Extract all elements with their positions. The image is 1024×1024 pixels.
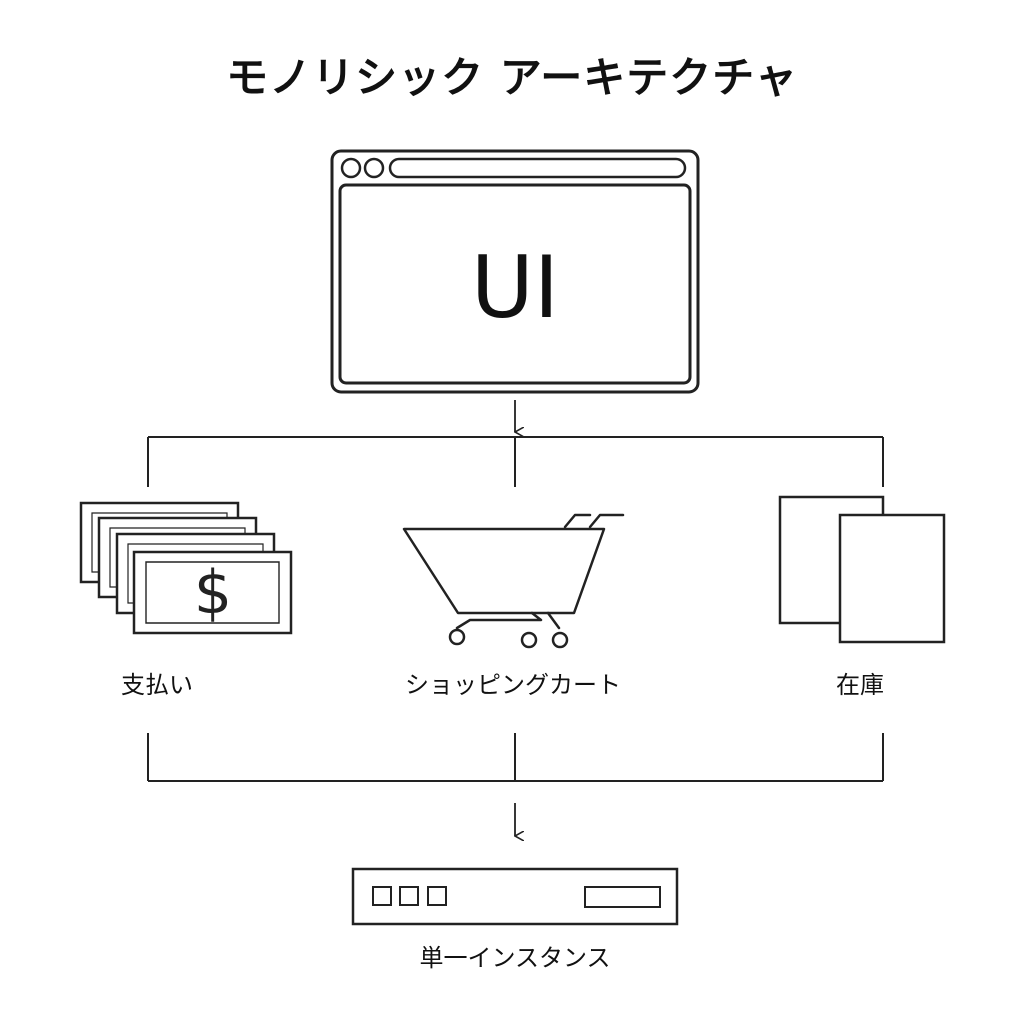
instance-label: 単一インスタンス (419, 944, 611, 972)
component-label-inventory: 在庫 (836, 671, 884, 699)
component-label-payment: 支払い (121, 671, 193, 699)
ui-label: UI (470, 238, 560, 338)
banknote-front (132, 550, 293, 635)
documents-icon (778, 495, 946, 644)
page-title: モノリシック アーキテクチャ (226, 53, 798, 102)
server-icon (351, 867, 679, 926)
money-stack-icon: $ (79, 501, 293, 635)
window-control-circle (363, 157, 385, 179)
shopping-cart-icon (402, 513, 625, 649)
address-bar (388, 157, 687, 179)
bottom-connector-lines (147, 733, 884, 782)
top-connector-lines (147, 436, 884, 487)
window-control-circle (340, 157, 362, 179)
browser-window-icon (330, 149, 700, 394)
dollar-sign: $ (194, 558, 232, 628)
component-label-shopping-cart: ショッピングカート (405, 671, 621, 699)
